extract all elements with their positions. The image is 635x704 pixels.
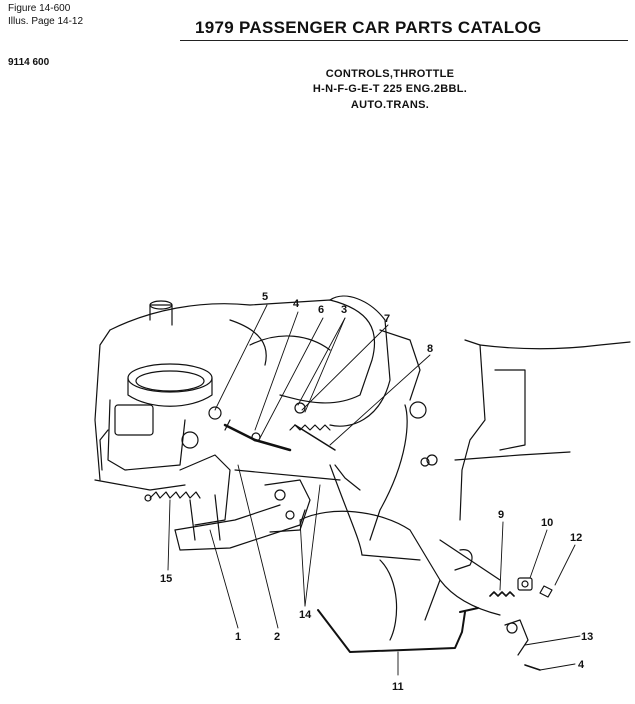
part-group-number: 9114 600	[8, 57, 50, 68]
lever-assembly	[454, 549, 553, 671]
callout-5: 5	[262, 291, 268, 303]
subtitle-line-1: CONTROLS,THROTTLE	[325, 68, 455, 80]
return-spring	[144, 491, 201, 502]
body-panel	[439, 339, 631, 581]
callout-15: 15	[160, 573, 172, 585]
callout-8: 8	[427, 343, 433, 355]
callout-14: 14	[299, 609, 312, 621]
callout-13: 13	[581, 631, 593, 643]
callouts: 5 4 6 3 7 8 9 10 12 13 4 15 1 2 14 11	[160, 291, 593, 693]
callout-12: 12	[570, 532, 582, 544]
callout-2: 2	[274, 631, 280, 643]
carburetor	[99, 363, 231, 526]
catalog-title: 1979 PASSENGER CAR PARTS CATALOG	[195, 18, 542, 37]
callout-9: 9	[498, 509, 504, 521]
engine-background	[94, 295, 421, 491]
callout-10: 10	[541, 517, 553, 529]
throttle-bracket	[174, 479, 311, 551]
subtitle-line-2: H-N-F-G-E-T 225 ENG.2BBL.	[312, 83, 468, 95]
callout-4-top: 4	[293, 298, 300, 310]
header-rule	[180, 40, 628, 41]
throttle-cable	[329, 401, 438, 561]
throttle-rod	[208, 402, 361, 491]
callout-1: 1	[235, 631, 241, 643]
callout-4-bottom: 4	[578, 659, 585, 671]
callout-3: 3	[341, 304, 347, 316]
subtitle-line-3: AUTO.TRANS.	[350, 99, 430, 111]
leader-lines	[167, 304, 581, 676]
figure-number: Figure 14-600	[8, 3, 71, 14]
transmission	[299, 510, 501, 641]
callout-6: 6	[318, 304, 324, 316]
callout-7: 7	[384, 313, 390, 325]
kickdown-rod	[317, 607, 479, 653]
illus-page: Illus. Page 14-12	[8, 16, 84, 27]
callout-11: 11	[392, 681, 404, 693]
